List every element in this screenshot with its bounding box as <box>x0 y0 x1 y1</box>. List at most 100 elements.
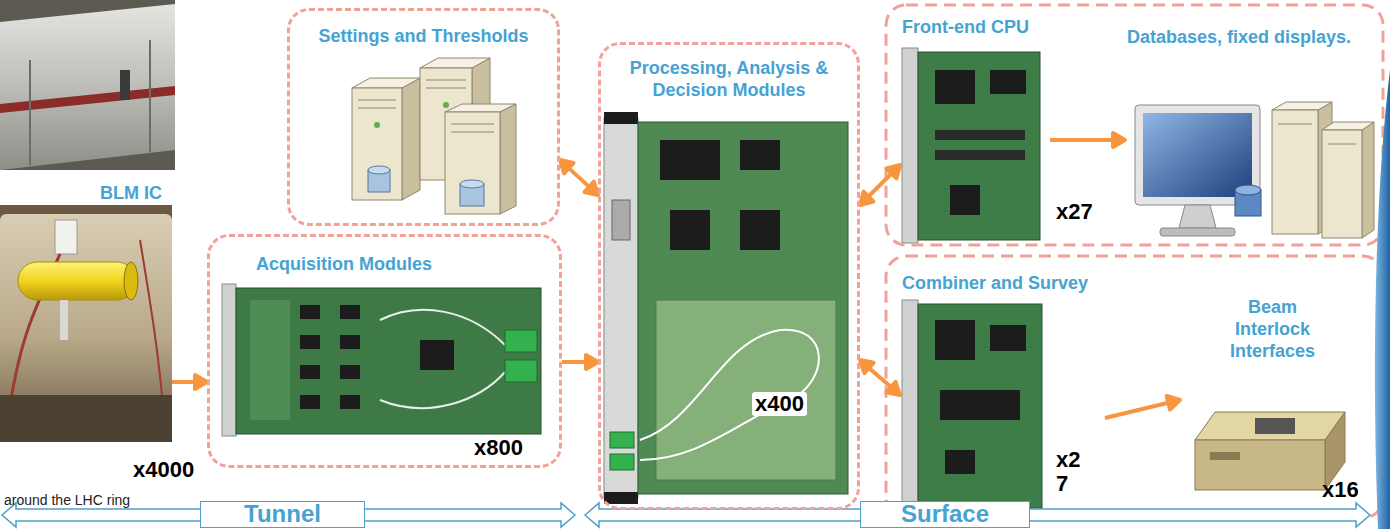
interlock-device-part <box>1210 452 1240 460</box>
server-icon-part <box>443 102 449 108</box>
server-icon-part <box>445 112 500 214</box>
module-box: Beam Interlock Interfaces <box>1180 290 1365 410</box>
processing-board-part <box>640 330 819 460</box>
blm-ic-photo-part <box>18 262 136 300</box>
workstation-icon-part <box>1143 113 1252 197</box>
workstation-icon-part <box>1160 228 1235 236</box>
count-label: x16 <box>1322 478 1359 502</box>
combiner-board <box>902 300 1042 510</box>
server-icon-part <box>352 88 402 200</box>
combiner-board-part <box>918 304 1042 508</box>
acquisition-board-part <box>340 335 360 349</box>
workstation-icon-part <box>1272 110 1318 234</box>
combiner-board-part <box>990 325 1026 351</box>
module-title: Beam Interlock Interfaces <box>1218 296 1328 362</box>
module-group-box: Settings and Thresholds <box>287 8 560 226</box>
decor-swoosh <box>1375 70 1390 529</box>
workstation-icon-part <box>1322 122 1374 130</box>
processing-board-part <box>604 118 638 498</box>
beam-pipe-photo-part <box>0 4 175 170</box>
acquisition-board-part <box>420 340 454 370</box>
processing-board-part <box>670 210 710 250</box>
flow-arrow <box>1050 133 1125 147</box>
interlock-device-part <box>1195 412 1345 440</box>
combiner-board-part <box>945 450 975 474</box>
server-icon-part <box>500 104 516 214</box>
count-label: x4000 <box>133 458 194 482</box>
acquisition-board-part <box>340 305 360 319</box>
beam-pipe-photo-part <box>149 40 151 152</box>
processing-board-part <box>740 140 780 170</box>
module-title: BLM IC <box>0 182 162 204</box>
module-box: Databases, fixed displays. <box>1125 24 1380 244</box>
acquisition-board-part <box>300 365 320 379</box>
workstation-icon-part <box>1179 205 1216 228</box>
acquisition-board-part <box>505 330 537 352</box>
server-icon <box>352 58 516 214</box>
module-title: Processing, Analysis & Decision Modules <box>629 57 829 101</box>
cpu-board-part <box>950 185 980 215</box>
workstation-icon-part <box>1278 124 1312 125</box>
module-box: BLM IC <box>0 180 172 442</box>
server-icon-part <box>358 108 396 109</box>
zone-label: Surface <box>860 501 1030 528</box>
server-icon-part <box>358 100 396 101</box>
cpu-board-part <box>935 130 1025 140</box>
blm-ic-photo-part <box>124 262 138 300</box>
workstation-icon <box>1135 102 1374 238</box>
count-label: x400 <box>752 392 807 416</box>
workstation-icon-part <box>1235 185 1261 195</box>
flow-arrow <box>860 360 900 395</box>
acquisition-board-part <box>340 365 360 379</box>
flow-arrow <box>562 355 598 369</box>
acquisition-board-part <box>505 360 537 382</box>
flow-arrow <box>1105 396 1180 418</box>
workstation-icon-part <box>1135 105 1260 205</box>
acquisition-board-part <box>340 395 360 409</box>
count-label: x27 <box>1056 200 1093 224</box>
server-icon-part <box>426 88 466 89</box>
module-title: Combiner and Survey <box>902 272 1101 294</box>
module-title: Databases, fixed displays. <box>1127 26 1378 48</box>
cpu-board-part <box>935 70 975 104</box>
region-outline-part <box>886 5 1383 245</box>
blm-ic-photo-part <box>0 395 172 442</box>
server-icon-part <box>426 80 466 81</box>
beam-pipe-photo-part <box>0 86 175 113</box>
beam-pipe-photo-part <box>29 60 31 165</box>
acquisition-board-part <box>300 305 320 319</box>
module-group-box: Processing, Analysis & Decision Modules <box>598 42 860 510</box>
server-icon-part <box>374 122 380 128</box>
acquisition-board-part <box>222 284 236 436</box>
flow-arrow <box>172 375 207 389</box>
module-title: Acquisition Modules <box>256 253 553 275</box>
processing-board-part <box>604 492 638 504</box>
workstation-icon-part <box>1272 102 1332 110</box>
processing-board-part <box>612 200 630 240</box>
blm-ic-photo-part <box>60 300 68 340</box>
blm-ic-photo <box>0 205 172 442</box>
acquisition-board-part <box>380 310 505 345</box>
acquisition-board <box>222 284 541 436</box>
processing-board-part <box>604 112 638 124</box>
server-icon-part <box>460 180 484 188</box>
processing-board-part <box>610 432 634 448</box>
note-text: around the LHC ring <box>4 492 130 508</box>
acquisition-board-part <box>300 335 320 349</box>
processing-board-part <box>610 454 634 470</box>
acquisition-board-part <box>300 395 320 409</box>
combiner-board-part <box>935 320 975 360</box>
region-outline <box>886 5 1383 518</box>
server-icon-part <box>368 166 390 174</box>
beam-pipe-photo-part <box>120 70 130 100</box>
cpu-board-part <box>990 70 1026 94</box>
combiner-board-part <box>902 300 918 510</box>
server-icon-part <box>451 124 494 125</box>
interlock-device-part <box>1195 440 1325 490</box>
beam-pipe-photo <box>0 0 175 170</box>
module-title: Front-end CPU <box>902 16 1046 38</box>
flow-arrow <box>560 160 598 195</box>
module-box: Front-end CPU <box>900 12 1050 244</box>
cpu-board-part <box>935 150 1025 160</box>
processing-board-part <box>638 122 848 494</box>
